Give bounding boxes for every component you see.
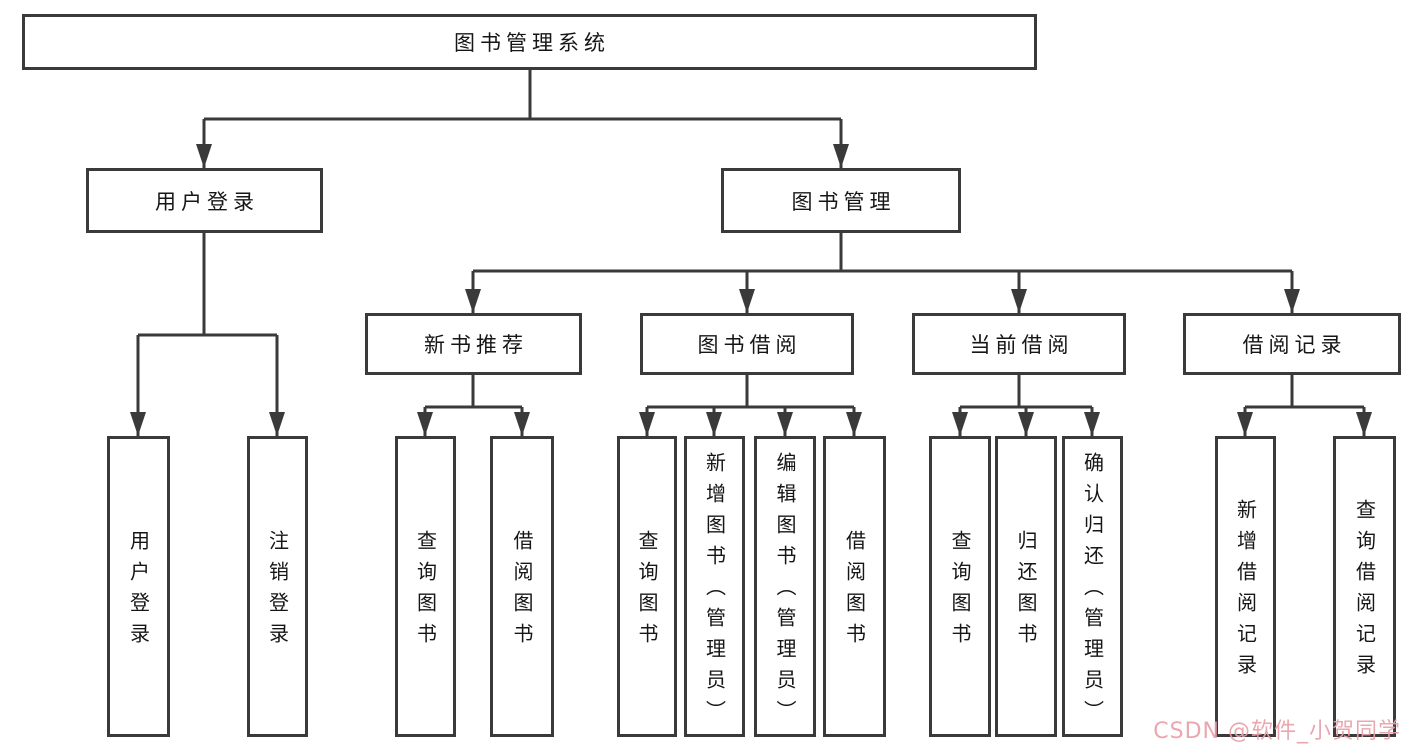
leaf-logout-label: 注销登录: [265, 529, 290, 654]
node-root-label: 图书管理系统: [454, 31, 610, 55]
leaf-records-add-record-label: 新增借阅记录: [1233, 498, 1258, 685]
node-user-login-label: 用户登录: [155, 189, 259, 214]
leaf-borrowing-borrow-books-label: 借阅图书: [842, 529, 867, 654]
leaf-current-confirm-return: 确认归还（管理员）: [1062, 436, 1123, 737]
connector-book-borrowing-trunk: [647, 375, 854, 409]
node-root: 图书管理系统: [22, 14, 1037, 70]
csdn-watermark: CSDN @软件_小贺同学: [1153, 719, 1401, 744]
leaf-borrowing-edit-books-label: 编辑图书（管理员）: [773, 452, 797, 731]
connector-book-management-trunk: [473, 233, 1292, 273]
node-current-borrowing-label: 当前借阅: [969, 333, 1074, 357]
leaf-borrowing-borrow-books: 借阅图书: [823, 436, 886, 737]
leaf-recommend-query-books: 查询图书: [395, 436, 456, 737]
leaf-user-login-label: 用户登录: [126, 529, 151, 654]
node-user-login: 用户登录: [86, 168, 323, 233]
leaf-logout: 注销登录: [247, 436, 308, 737]
connector-root-trunk: [204, 70, 841, 121]
node-book-borrowing: 图书借阅: [640, 313, 854, 375]
leaf-current-return-books-label: 归还图书: [1014, 529, 1038, 654]
node-book-borrowing-label: 图书借阅: [697, 333, 802, 357]
node-borrow-records-label: 借阅记录: [1242, 333, 1347, 357]
leaf-records-query-record: 查询借阅记录: [1333, 436, 1396, 737]
connector-borrow-records-trunk: [1245, 375, 1364, 409]
leaf-borrowing-query-books: 查询图书: [617, 436, 677, 737]
node-new-book-recommend-label: 新书推荐: [424, 333, 528, 357]
leaf-recommend-borrow-books-label: 借阅图书: [510, 529, 534, 654]
node-current-borrowing: 当前借阅: [912, 313, 1126, 375]
node-new-book-recommend: 新书推荐: [365, 313, 582, 375]
leaf-recommend-borrow-books: 借阅图书: [490, 436, 554, 737]
leaf-current-query-books-label: 查询图书: [948, 529, 972, 654]
node-book-management: 图书管理: [721, 168, 961, 233]
connector-new-book-recommend-trunk: [425, 375, 522, 409]
connector-current-borrowing-trunk: [960, 375, 1092, 409]
leaf-records-add-record: 新增借阅记录: [1215, 436, 1276, 737]
node-book-management-label: 图书管理: [791, 189, 896, 214]
leaf-current-query-books: 查询图书: [929, 436, 991, 737]
leaf-borrowing-add-books: 新增图书（管理员）: [684, 436, 745, 737]
leaf-recommend-query-books-label: 查询图书: [413, 529, 438, 654]
connector-user-login-trunk: [138, 233, 277, 337]
node-borrow-records: 借阅记录: [1183, 313, 1401, 375]
leaf-borrowing-edit-books: 编辑图书（管理员）: [754, 436, 816, 737]
leaf-current-confirm-return-label: 确认归还（管理员）: [1080, 452, 1105, 731]
leaf-borrowing-add-books-label: 新增图书（管理员）: [702, 452, 727, 731]
leaf-user-login: 用户登录: [107, 436, 170, 737]
leaf-current-return-books: 归还图书: [995, 436, 1057, 737]
leaf-records-query-record-label: 查询借阅记录: [1352, 498, 1377, 685]
leaf-borrowing-query-books-label: 查询图书: [635, 529, 659, 654]
